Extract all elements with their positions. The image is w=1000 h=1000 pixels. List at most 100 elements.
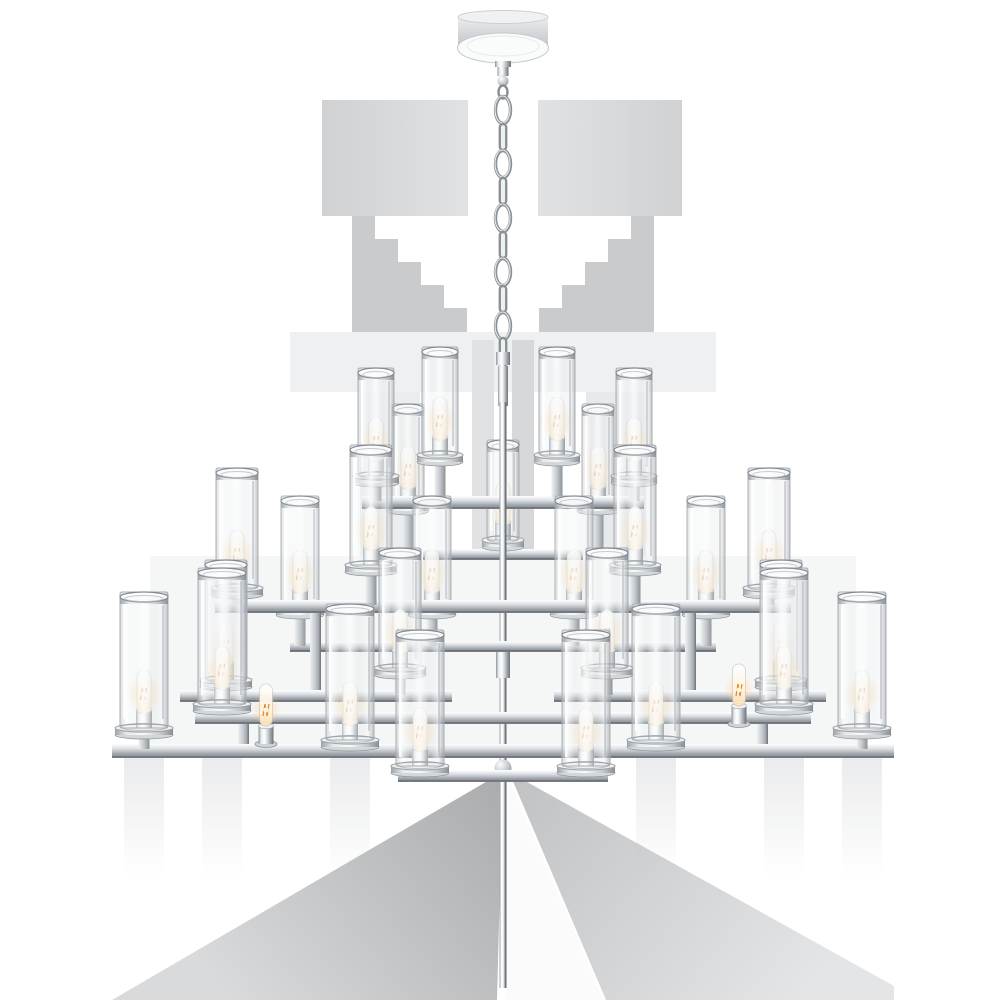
- glass-rim-inner: [124, 595, 164, 602]
- glass-shade-right: [313, 509, 315, 599]
- arm-bar-underside: [195, 722, 811, 724]
- arm-bar-body: [180, 690, 452, 702]
- glass-streak-center: [606, 564, 608, 654]
- glass-highlight-left: [565, 643, 568, 757]
- stem-highlight: [500, 402, 503, 760]
- arm-bar-topedge: [554, 690, 826, 692]
- tier3-inner-bar: [398, 770, 608, 782]
- background-shadow-wedge: [352, 216, 467, 332]
- glass-streak-center: [439, 363, 441, 441]
- glass-highlight-left: [123, 605, 126, 719]
- glass-rim: [613, 444, 657, 456]
- glass-highlight-left: [399, 643, 402, 757]
- chain-link-shine: [494, 203, 511, 232]
- bare-socket: [258, 726, 274, 744]
- glass-rim-inner: [543, 350, 571, 357]
- canopy-ball: [497, 75, 509, 87]
- glass-rim: [325, 603, 375, 615]
- glass-highlight-left: [542, 360, 545, 446]
- bare-hotspot: [736, 687, 742, 693]
- glass-rim: [412, 495, 452, 507]
- glass-rim-inner: [330, 607, 370, 614]
- glass-rim: [631, 603, 681, 615]
- glass-highlight-left: [395, 417, 398, 495]
- candle-riser: [138, 736, 150, 749]
- canopy-top: [457, 10, 549, 24]
- background-shadow-block: [322, 100, 468, 216]
- glass-rim: [280, 495, 320, 507]
- glass-streak-center: [419, 646, 421, 752]
- glass-rim: [837, 591, 887, 603]
- glass-streak-center: [375, 384, 377, 462]
- arm-bar-topedge: [195, 712, 811, 714]
- glass-rim: [119, 591, 169, 603]
- stem-body: [499, 777, 507, 988]
- arm-bar-topedge: [112, 744, 894, 746]
- candle: [754, 567, 814, 716]
- glass-shade-right: [386, 458, 388, 556]
- arm-step-drop: [757, 724, 768, 746]
- glass-streak-center: [861, 608, 863, 714]
- glass-shade-right: [252, 481, 254, 579]
- tier3-front-bar: [112, 744, 894, 758]
- background-shadow-wedge: [509, 772, 894, 1000]
- candle-riser: [592, 512, 604, 554]
- glass-rim: [378, 547, 422, 559]
- bare-bulb-candle: [251, 683, 281, 748]
- glass-rim-inner: [426, 350, 454, 357]
- glass-streak-center: [399, 564, 401, 654]
- glass-highlight-left: [690, 509, 693, 599]
- candle-riser: [434, 463, 446, 501]
- glass-rim-inner: [752, 471, 786, 478]
- cup-front-rim: [320, 735, 380, 745]
- candle: [556, 629, 616, 778]
- glass-rim-inner: [618, 448, 652, 455]
- hanger-collar-body: [498, 366, 508, 406]
- glass-streak-center: [705, 512, 707, 594]
- center-stem-segment: [499, 402, 507, 760]
- candle-riser: [294, 616, 306, 646]
- chain-link-narrow: [498, 122, 508, 152]
- glass-rim: [615, 367, 653, 379]
- cup-front-rim: [754, 699, 814, 709]
- stem-collar-body: [496, 652, 510, 678]
- stem-highlight: [500, 777, 503, 988]
- floor-reflection: [842, 758, 882, 878]
- arm-bar-underside: [554, 700, 826, 702]
- glass-streak-center: [573, 512, 575, 594]
- center-stem-segment: [499, 777, 507, 988]
- background-shadow-wedge: [539, 216, 654, 332]
- cup-front-rim: [114, 723, 174, 733]
- glass-streak-center: [236, 484, 238, 574]
- glass-rim-inner: [383, 551, 417, 558]
- glass-shade-right: [240, 581, 242, 695]
- candle: [533, 346, 581, 501]
- glass-shade-right: [784, 481, 786, 579]
- arm-step-drop: [238, 724, 249, 746]
- glass-streak-center: [585, 646, 587, 752]
- arm-step-edge: [319, 613, 321, 692]
- glass-highlight-left: [589, 561, 592, 659]
- glass-rim: [686, 495, 726, 507]
- glass-highlight-left: [382, 561, 385, 659]
- stem-darkedge: [504, 402, 507, 760]
- arm-bar-topedge: [180, 690, 452, 692]
- glass-highlight-left: [617, 458, 620, 556]
- glass-shade-right: [622, 561, 624, 659]
- glass-shade-right: [604, 643, 606, 757]
- arm-step-drop: [685, 613, 696, 692]
- glass-streak-center: [431, 512, 433, 594]
- glass-highlight-left: [558, 509, 561, 599]
- arm-bar-body: [112, 744, 894, 758]
- chain-link-narrow: [498, 230, 508, 260]
- glass-shade-right: [445, 509, 447, 599]
- chain-link-narrow: [498, 176, 508, 206]
- glass-streak-center: [783, 584, 785, 690]
- glass-streak-center: [597, 420, 599, 490]
- arm-bar-topedge: [398, 770, 608, 772]
- bare-socket: [731, 706, 747, 724]
- canopy-dome: [457, 32, 549, 64]
- arm-bar-topedge: [290, 641, 716, 643]
- canopy-loop: [497, 84, 509, 100]
